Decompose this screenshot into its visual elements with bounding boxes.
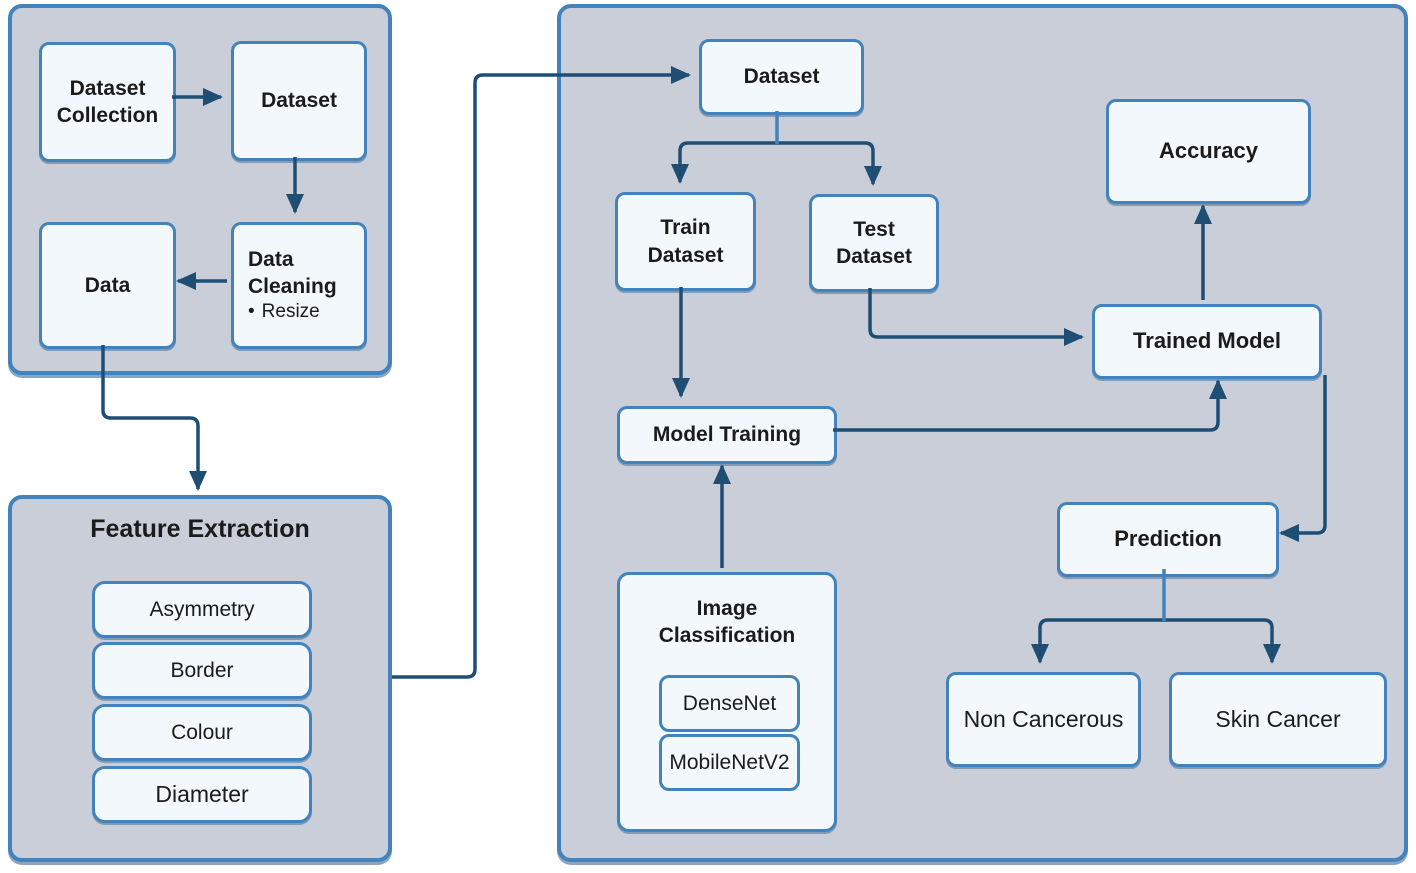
feature-extraction-group: Feature Extraction Asymmetry Border Colo…	[8, 495, 392, 862]
node-dataset-collected: Dataset	[231, 41, 367, 161]
node-border: Border	[92, 642, 312, 699]
image-classification-title: Image Classification	[658, 597, 796, 648]
node-densenet-label: DenseNet	[682, 691, 777, 715]
node-data: Data	[39, 222, 176, 349]
feature-extraction-title: Feature Extraction	[90, 515, 310, 543]
node-prediction-label: Prediction	[1114, 526, 1222, 552]
node-accuracy: Accuracy	[1106, 99, 1311, 204]
node-non-cancerous: Non Cancerous	[946, 672, 1141, 767]
data-cleaning-item-label: Resize	[261, 301, 320, 323]
node-train-dataset-label: Train Dataset	[647, 216, 724, 267]
data-cleaning-bullet-line: • Resize	[248, 300, 320, 325]
node-non-cancerous-label: Non Cancerous	[963, 705, 1124, 732]
node-prediction: Prediction	[1057, 502, 1279, 577]
bullet-dot: •	[248, 301, 255, 323]
node-dataset-label: Dataset	[743, 65, 820, 89]
node-colour: Colour	[92, 704, 312, 761]
node-accuracy-label: Accuracy	[1158, 138, 1259, 164]
node-data-cleaning-label: Data Cleaning	[248, 247, 337, 299]
node-trained-model-label: Trained Model	[1133, 328, 1281, 354]
node-dataset-collected-label: Dataset	[261, 89, 337, 113]
node-dataset-collection: Dataset Collection	[39, 42, 176, 162]
node-test-dataset: Test Dataset	[809, 194, 939, 292]
node-diameter-label: Diameter	[155, 780, 249, 807]
node-skin-cancer: Skin Cancer	[1169, 672, 1387, 767]
node-mobilenetv2: MobileNetV2	[659, 734, 800, 791]
node-dataset-collection-label: Dataset Collection	[56, 76, 159, 127]
node-asymmetry-label: Asymmetry	[149, 597, 255, 621]
node-mobilenetv2-label: MobileNetV2	[669, 750, 790, 774]
training-pipeline-group: Dataset Train Dataset Test Dataset Accur…	[557, 4, 1408, 862]
node-densenet: DenseNet	[659, 675, 800, 732]
node-skin-cancer-label: Skin Cancer	[1215, 705, 1341, 732]
node-model-training: Model Training	[617, 406, 837, 464]
node-data-label: Data	[84, 273, 131, 297]
node-dataset: Dataset	[699, 39, 864, 115]
node-test-dataset-label: Test Dataset	[836, 217, 912, 268]
node-border-label: Border	[170, 658, 234, 682]
node-asymmetry: Asymmetry	[92, 581, 312, 638]
node-trained-model: Trained Model	[1092, 304, 1322, 379]
node-train-dataset: Train Dataset	[615, 192, 756, 291]
node-data-cleaning: Data Cleaning • Resize	[231, 222, 367, 349]
node-colour-label: Colour	[171, 720, 233, 744]
preprocessing-group: Dataset Collection Dataset Data Cleaning…	[8, 4, 392, 375]
node-model-training-label: Model Training	[652, 423, 802, 447]
node-diameter: Diameter	[92, 766, 312, 823]
image-classification-group: Image Classification DenseNet MobileNetV…	[617, 572, 837, 832]
